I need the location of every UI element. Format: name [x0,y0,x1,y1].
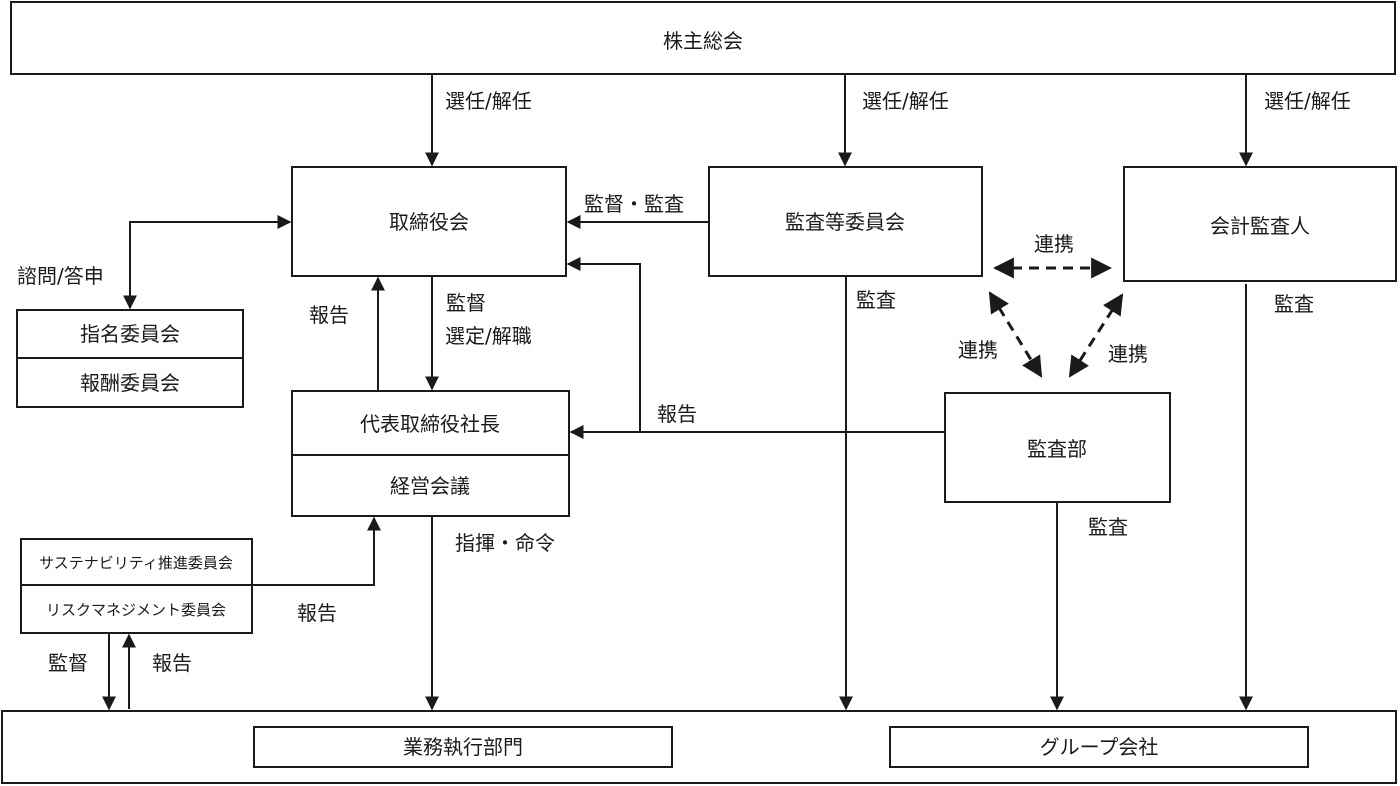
audit-department-label: 監査部 [1027,437,1087,461]
remuneration-committee-label: 報酬委員会 [80,371,180,395]
remuneration-committee-box [16,357,244,408]
shareholders-box [10,1,1396,75]
group-companies-label: グループ会社 [1040,735,1159,759]
supervise-business-label: 監督 [48,651,88,675]
report-committees-label: 報告 [297,601,337,625]
arrow-coop-left [988,291,1043,378]
appoint-dismiss-label: 選定/解職 [445,324,532,348]
consult-answer-label: 諮問/答申 [17,264,104,288]
business-divisions-box [253,726,673,768]
supervise-audit-label: 監督・監査 [584,192,684,216]
elect-audit-committee-label: 選任/解任 [862,89,949,113]
sustainability-committee-box [20,538,253,586]
report-audit-dept-label: 報告 [657,402,697,426]
accounting-auditor-label: 会計監査人 [1210,214,1310,238]
accounting-auditor-box [1123,166,1397,282]
arrow-consult-answer [123,215,292,310]
audit-committee-label: 監査等委員会 [785,210,905,234]
supervise-label: 監督 [446,291,486,315]
report-president-board-label: 報告 [309,303,349,327]
coop-right-label: 連携 [1108,342,1148,366]
shareholders-label: 株主総会 [663,29,743,53]
report-business-label: 報告 [152,651,192,675]
direct-command-label: 指揮・命令 [455,531,555,555]
arrow-report-audit-dept-board [566,257,945,433]
board-label: 取締役会 [389,210,469,234]
management-meeting-box [291,454,570,517]
risk-committee-box [20,584,253,634]
risk-committee-label: リスクマネジメント委員会 [46,601,226,619]
audit-by-department-label: 監査 [1088,515,1128,539]
president-label: 代表取締役社長 [360,412,500,436]
audit-committee-box [708,166,983,277]
elect-accounting-auditor-label: 選任/解任 [1264,89,1351,113]
management-meeting-label: 経営会議 [390,474,470,498]
sustainability-committee-label: サステナビリティ推進委員会 [39,554,233,572]
group-companies-box [889,726,1309,768]
audit-by-accounting-auditor-label: 監査 [1274,292,1314,316]
elect-board-label: 選任/解任 [445,89,532,113]
business-divisions-label: 業務執行部門 [403,735,523,759]
board-box [291,166,567,277]
audit-by-committee-label: 監査 [856,288,896,312]
coop-left-label: 連携 [958,338,998,362]
arrow-report-committees-president [252,516,381,586]
coop-top-label: 連携 [1034,232,1074,256]
nomination-committee-label: 指名委員会 [80,322,180,346]
